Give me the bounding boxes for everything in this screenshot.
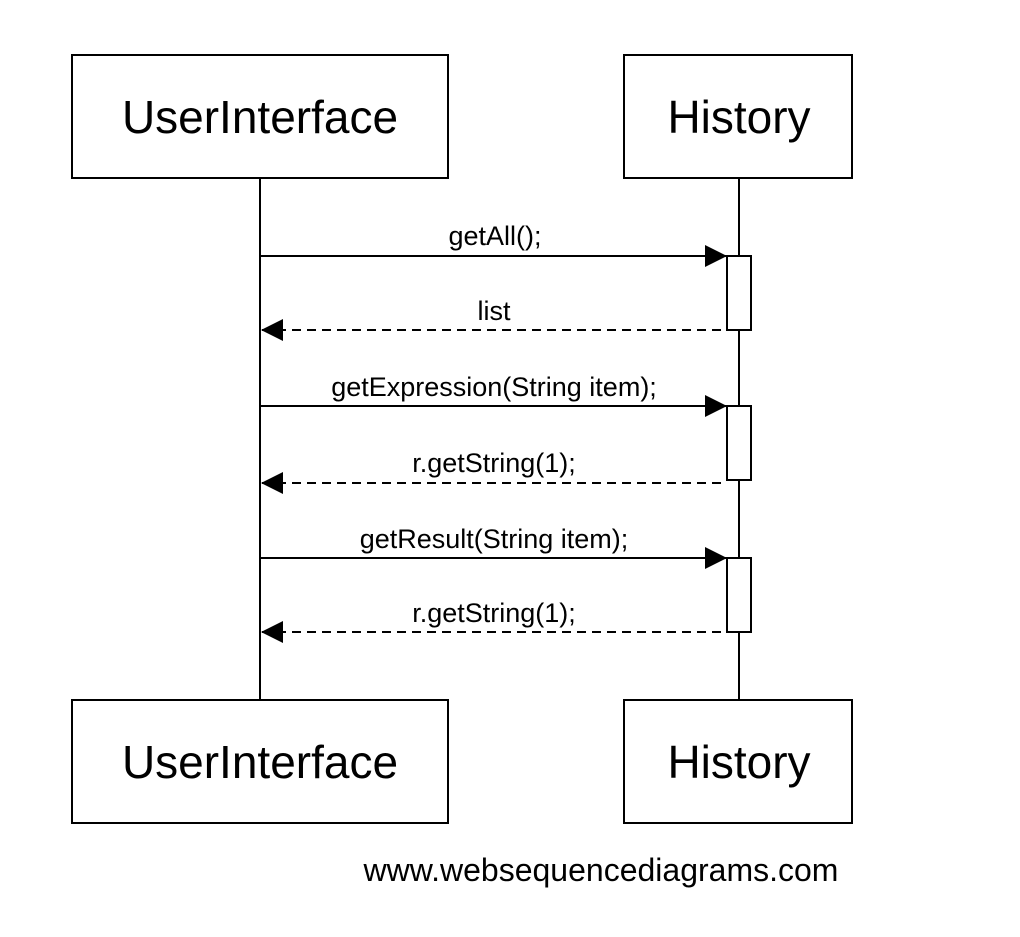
participant-history-top: History: [623, 54, 853, 179]
participant-box: [623, 699, 853, 824]
message-getall: getAll();: [261, 221, 727, 267]
message-list: list: [261, 296, 721, 341]
participant-box: [71, 699, 449, 824]
participant-label: History: [667, 736, 810, 788]
message-getresult: getResult(String item);: [261, 524, 727, 569]
participant-box: [623, 54, 853, 179]
footer-url: www.websequencediagrams.com: [363, 852, 839, 888]
message-getexpression: getExpression(String item);: [261, 372, 727, 417]
message-label: r.getString(1);: [412, 448, 576, 478]
participant-box: [71, 54, 449, 179]
participant-userinterface-top: UserInterface: [71, 54, 449, 179]
activation-bar: [726, 255, 752, 331]
message-label: list: [478, 296, 511, 326]
participant-userinterface-bottom: UserInterface: [71, 699, 449, 824]
message-label: getResult(String item);: [360, 524, 629, 554]
participant-label: UserInterface: [122, 91, 398, 143]
participant-label: History: [667, 91, 810, 143]
activation-bar: [726, 557, 752, 633]
participant-history-bottom: History: [623, 699, 853, 824]
participant-label: UserInterface: [122, 736, 398, 788]
message-label: r.getString(1);: [412, 598, 576, 628]
message-return-getstring: r.getString(1);: [261, 598, 721, 643]
message-return-getstring: r.getString(1);: [261, 448, 721, 494]
activation-bar: [726, 405, 752, 481]
message-label: getAll();: [448, 221, 541, 251]
message-label: getExpression(String item);: [331, 372, 657, 402]
